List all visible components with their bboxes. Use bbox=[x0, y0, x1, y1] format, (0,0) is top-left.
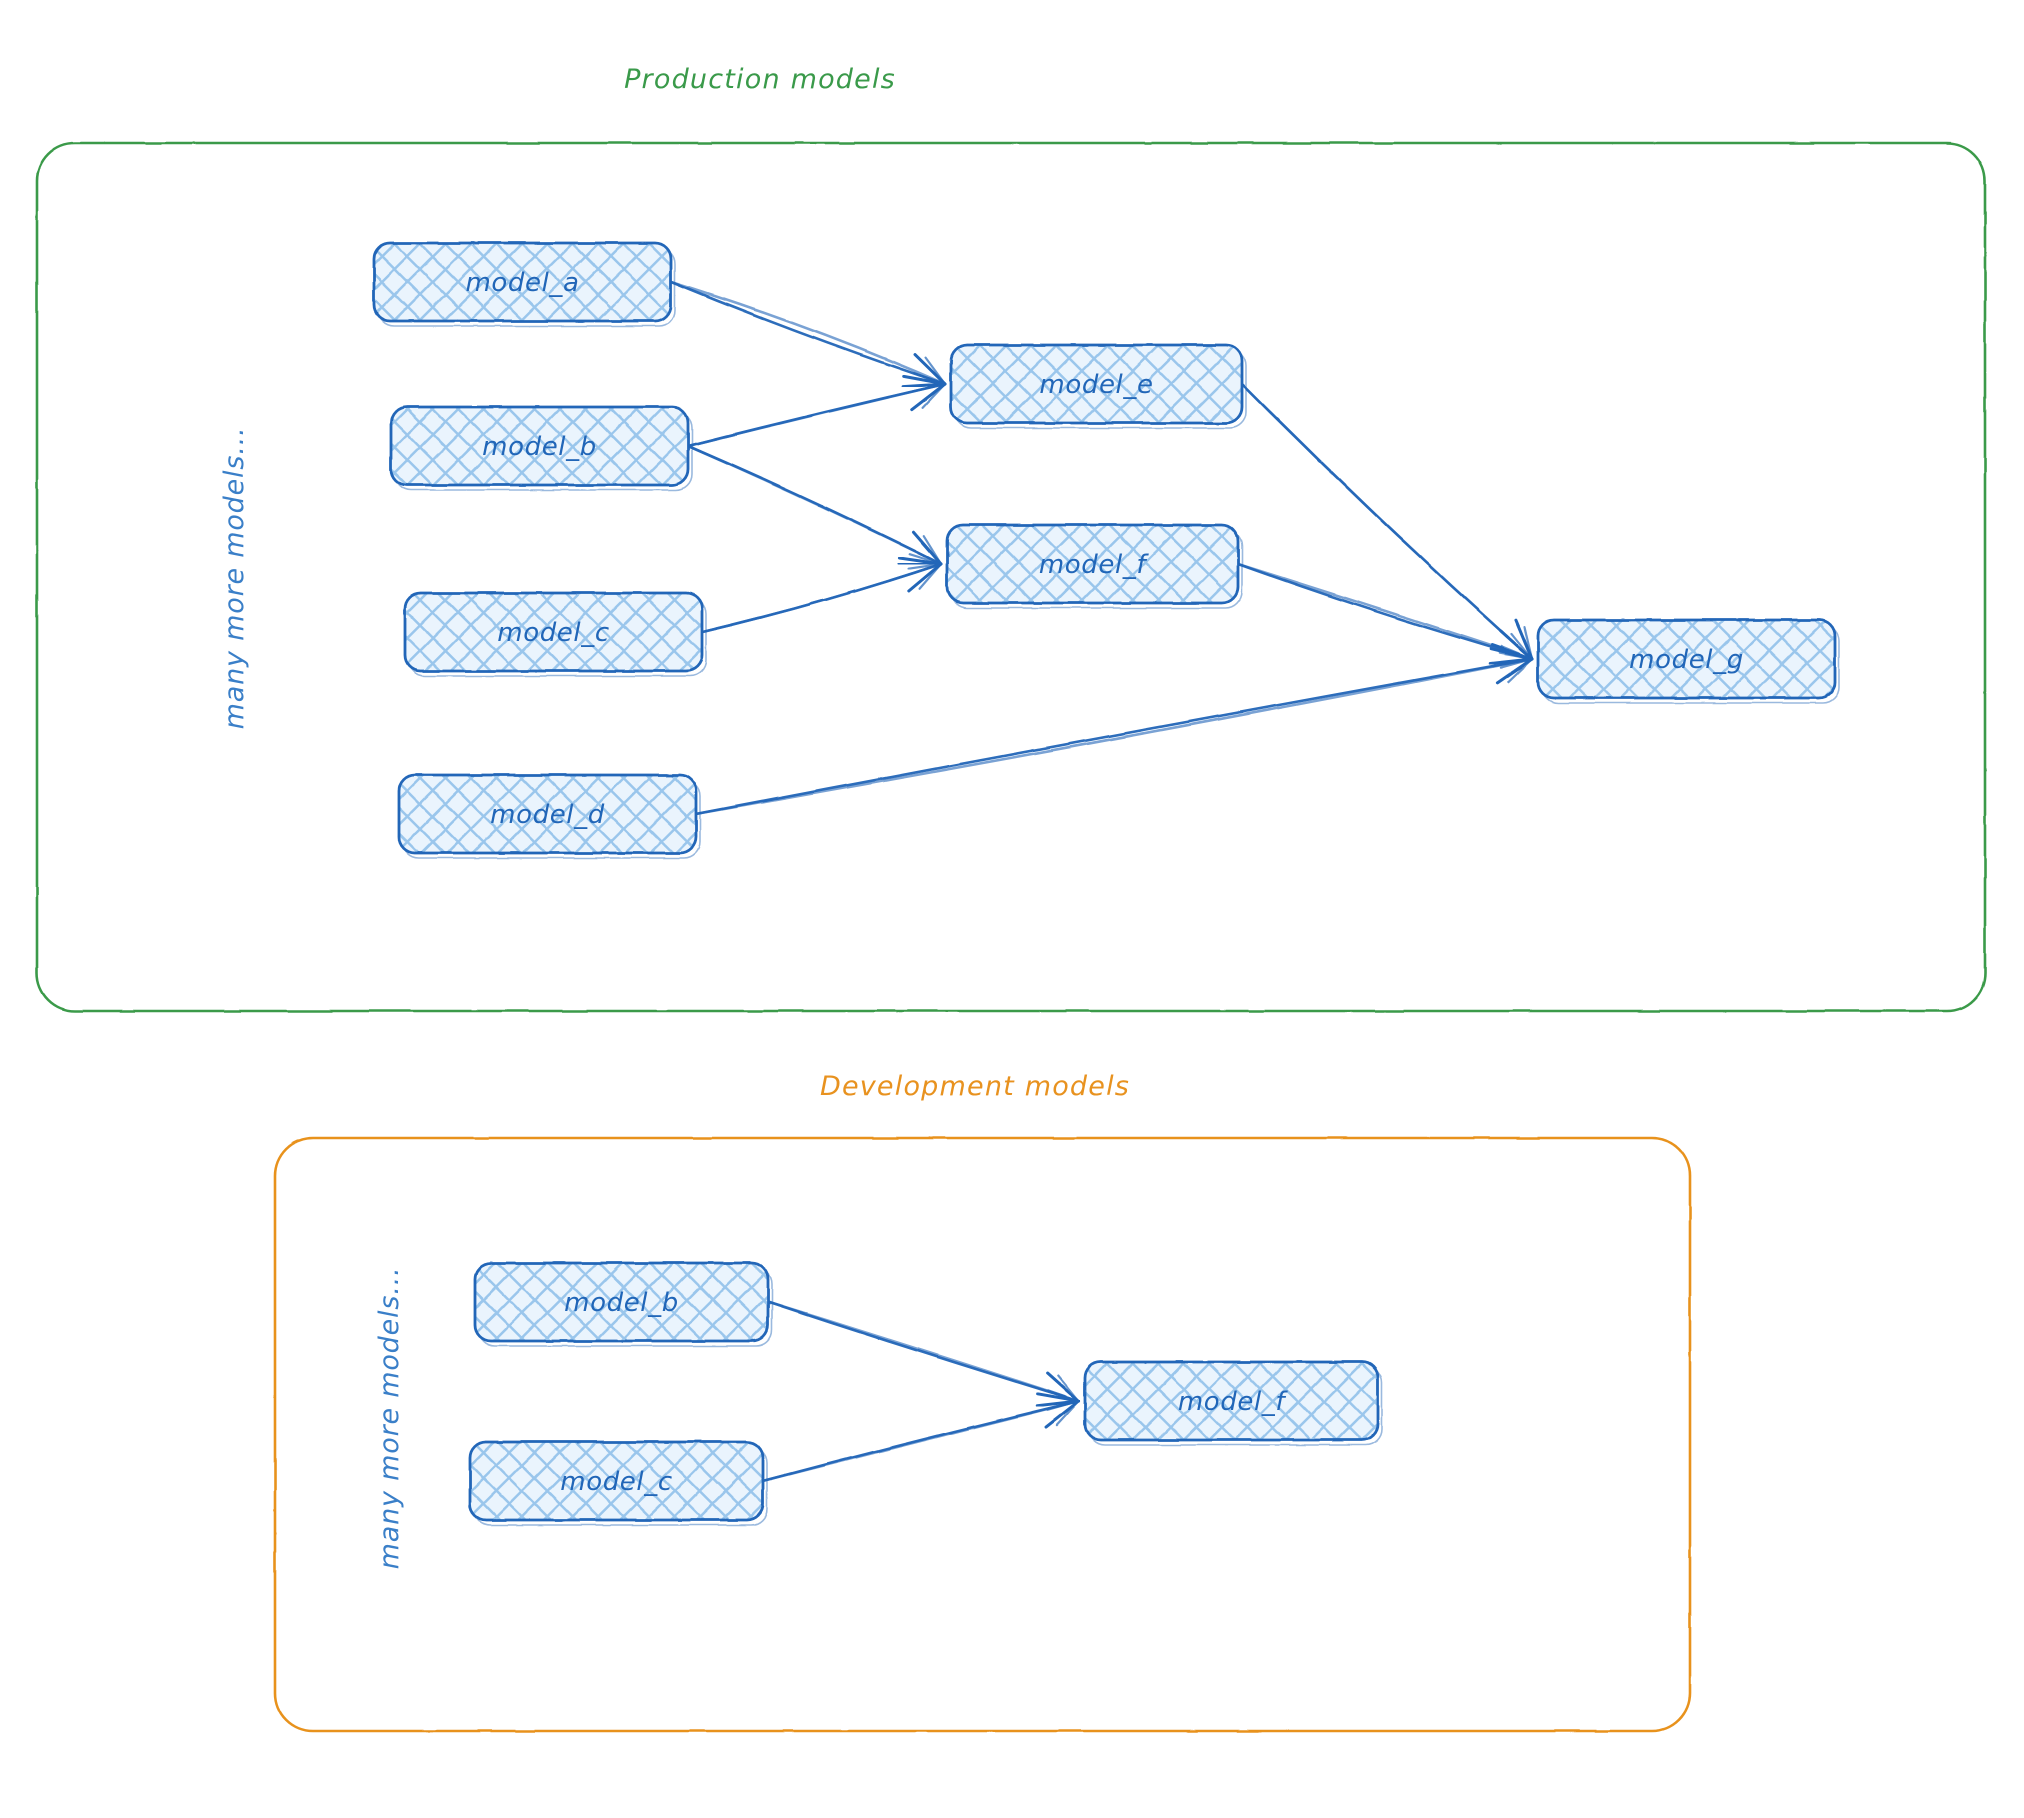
node-dev_model_c[interactable]: model_c bbox=[468, 1440, 768, 1526]
node-label: model_f bbox=[1178, 1387, 1289, 1417]
node-shape bbox=[403, 591, 704, 673]
edge-dev_model_c-to-dev_model_f bbox=[761, 1389, 1081, 1483]
node-label: model_g bbox=[1629, 645, 1744, 675]
node-model_d[interactable]: model_d bbox=[397, 773, 701, 859]
node-shape bbox=[473, 1261, 770, 1343]
node-model_c[interactable]: model_c bbox=[403, 591, 707, 677]
edges-layer bbox=[669, 280, 1534, 1483]
node-dev_model_f[interactable]: model_f bbox=[1083, 1360, 1383, 1446]
node-shape bbox=[949, 343, 1244, 425]
edge-model_b-to-model_f bbox=[686, 444, 943, 570]
node-label: model_b bbox=[482, 432, 597, 462]
edge-model_e-to-model_g bbox=[1240, 382, 1534, 661]
node-label: model_c bbox=[560, 1467, 672, 1497]
node-label: model_d bbox=[490, 800, 605, 830]
node-shape bbox=[389, 405, 690, 487]
edge-model_b-to-model_e bbox=[686, 371, 947, 448]
node-model_g[interactable]: model_g bbox=[1536, 618, 1840, 704]
edge-model_c-to-model_f bbox=[700, 553, 943, 634]
node-model_a[interactable]: model_a bbox=[372, 241, 676, 327]
edge-model_d-to-model_g bbox=[694, 645, 1534, 816]
node-label: model_a bbox=[465, 268, 579, 298]
groups-layer: Production models many more models... Deve… bbox=[35, 64, 1987, 1733]
nodes-layer: model_a model_b model_c model_d model_emodel… bbox=[372, 241, 1840, 1526]
node-label: model_e bbox=[1039, 370, 1153, 400]
node-label: model_f bbox=[1039, 550, 1150, 580]
node-shape bbox=[1083, 1360, 1380, 1442]
node-model_f[interactable]: model_f bbox=[945, 523, 1243, 609]
node-shape bbox=[372, 241, 673, 323]
node-label: model_b bbox=[564, 1288, 679, 1318]
group-container-production bbox=[35, 141, 1987, 1013]
node-model_e[interactable]: model_e bbox=[949, 343, 1247, 429]
edge-model_a-to-model_e bbox=[669, 280, 947, 393]
node-shape bbox=[397, 773, 698, 855]
node-shape bbox=[945, 523, 1240, 605]
group-title-development: Development models bbox=[820, 1071, 1130, 1102]
node-shape bbox=[468, 1440, 765, 1522]
group-container-development bbox=[273, 1136, 1692, 1733]
edge-dev_model_b-to-dev_model_f bbox=[766, 1300, 1081, 1411]
node-model_b[interactable]: model_b bbox=[389, 405, 693, 491]
edge-model_f-to-model_g bbox=[1236, 562, 1534, 669]
side-label-production: many more models... bbox=[219, 427, 250, 730]
group-title-production: Production models bbox=[624, 64, 896, 95]
node-dev_model_b[interactable]: model_b bbox=[473, 1261, 773, 1347]
side-label-development: many more models... bbox=[374, 1267, 405, 1570]
node-label: model_c bbox=[497, 618, 609, 648]
node-shape bbox=[1536, 618, 1837, 700]
